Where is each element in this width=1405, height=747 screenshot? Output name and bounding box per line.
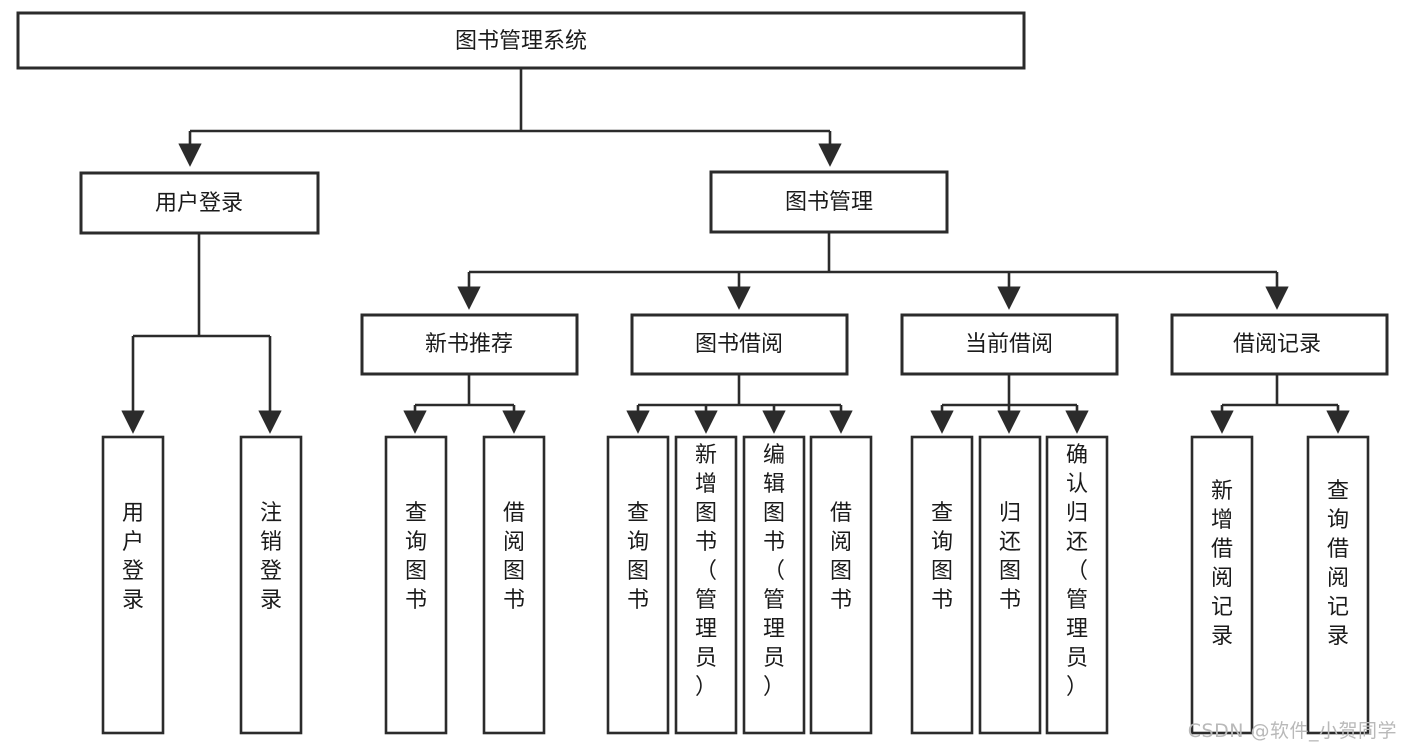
node-leaf-return-book-label: 归还图书 [999,501,1021,613]
node-borrow-record-box [1170,313,1389,376]
node-current-borrow[interactable]: 当前借阅 [900,313,1119,376]
node-leaf-add-record-box [1190,435,1254,735]
node-leaf-query-book-3-label: 查询图书 [931,501,953,613]
node-root-box [16,11,1026,70]
node-book-manage[interactable]: 图书管理 [709,170,949,234]
node-user-login-label: 用户登录 [155,191,243,216]
node-leaf-user-login-label: 用户登录 [122,501,144,613]
node-current-borrow-box [900,313,1119,376]
node-leaf-confirm-return-label: 确认归还（管理员） [1066,443,1088,700]
node-user-login-box [79,171,320,235]
node-leaf-return-book-box [978,435,1042,735]
node-leaf-query-book-3-box [910,435,974,735]
node-leaf-edit-book[interactable]: 编辑图书（管理员） [742,435,806,735]
node-leaf-add-book[interactable]: 新增图书（管理员） [674,435,738,735]
node-leaf-query-book-2[interactable]: 查询图书 [606,435,670,735]
node-leaf-query-book-1[interactable]: 查询图书 [384,435,448,735]
node-leaf-query-book-1-label: 查询图书 [405,501,427,613]
node-leaf-add-book-label: 新增图书（管理员） [695,443,717,700]
node-leaf-borrow-book-1-box [482,435,546,735]
node-leaf-query-book-1-box [384,435,448,735]
node-leaf-user-logout-box [239,435,303,735]
node-leaf-query-record[interactable]: 查询借阅记录 [1306,435,1370,735]
node-leaf-user-logout-label: 注销登录 [260,501,282,613]
node-current-borrow-label: 当前借阅 [965,332,1053,357]
node-leaf-user-login-box [101,435,165,735]
node-leaf-borrow-book-1-label: 借阅图书 [503,501,525,613]
node-root-label: 图书管理系统 [455,29,587,54]
node-book-borrow-label: 图书借阅 [695,332,783,357]
node-book-manage-label: 图书管理 [785,190,873,215]
node-user-login[interactable]: 用户登录 [79,171,320,235]
connector-group-root [178,68,842,167]
connector-group-book-borrow [626,374,853,434]
connector-group-user-login [121,233,282,434]
node-root[interactable]: 图书管理系统 [16,11,1026,70]
node-book-manage-box [709,170,949,234]
node-leaf-query-book-2-label: 查询图书 [627,501,649,613]
node-new-book-recommend-label: 新书推荐 [425,332,513,357]
node-leaf-borrow-book-2[interactable]: 借阅图书 [809,435,873,735]
node-leaf-borrow-book-2-label: 借阅图书 [830,501,852,613]
connector-group-borrow-record [1210,374,1350,434]
node-borrow-record[interactable]: 借阅记录 [1170,313,1389,376]
node-leaf-add-book-box [674,435,738,735]
node-leaf-query-record-box [1306,435,1370,735]
node-leaf-confirm-return-box [1045,435,1109,735]
node-leaf-return-book[interactable]: 归还图书 [978,435,1042,735]
node-leaf-confirm-return[interactable]: 确认归还（管理员） [1045,435,1109,735]
node-leaf-borrow-book-2-box [809,435,873,735]
connector-group-new-book-recommend [403,374,526,434]
node-leaf-query-record-label: 查询借阅记录 [1327,479,1349,649]
node-leaf-edit-book-label: 编辑图书（管理员） [763,443,785,700]
node-leaf-borrow-book-1[interactable]: 借阅图书 [482,435,546,735]
node-leaf-edit-book-box [742,435,806,735]
connector-group-book-manage [457,232,1289,310]
node-leaf-query-book-2-box [606,435,670,735]
node-borrow-record-label: 借阅记录 [1233,332,1321,357]
node-new-book-recommend[interactable]: 新书推荐 [360,313,579,376]
node-new-book-recommend-box [360,313,579,376]
node-leaf-user-login[interactable]: 用户登录 [101,435,165,735]
node-book-borrow-box [630,313,849,376]
node-leaf-query-book-3[interactable]: 查询图书 [910,435,974,735]
node-leaf-add-record-label: 新增借阅记录 [1211,479,1233,649]
node-book-borrow[interactable]: 图书借阅 [630,313,849,376]
node-leaf-add-record[interactable]: 新增借阅记录 [1190,435,1254,735]
node-leaf-user-logout[interactable]: 注销登录 [239,435,303,735]
connector-group-current-borrow [930,374,1089,434]
